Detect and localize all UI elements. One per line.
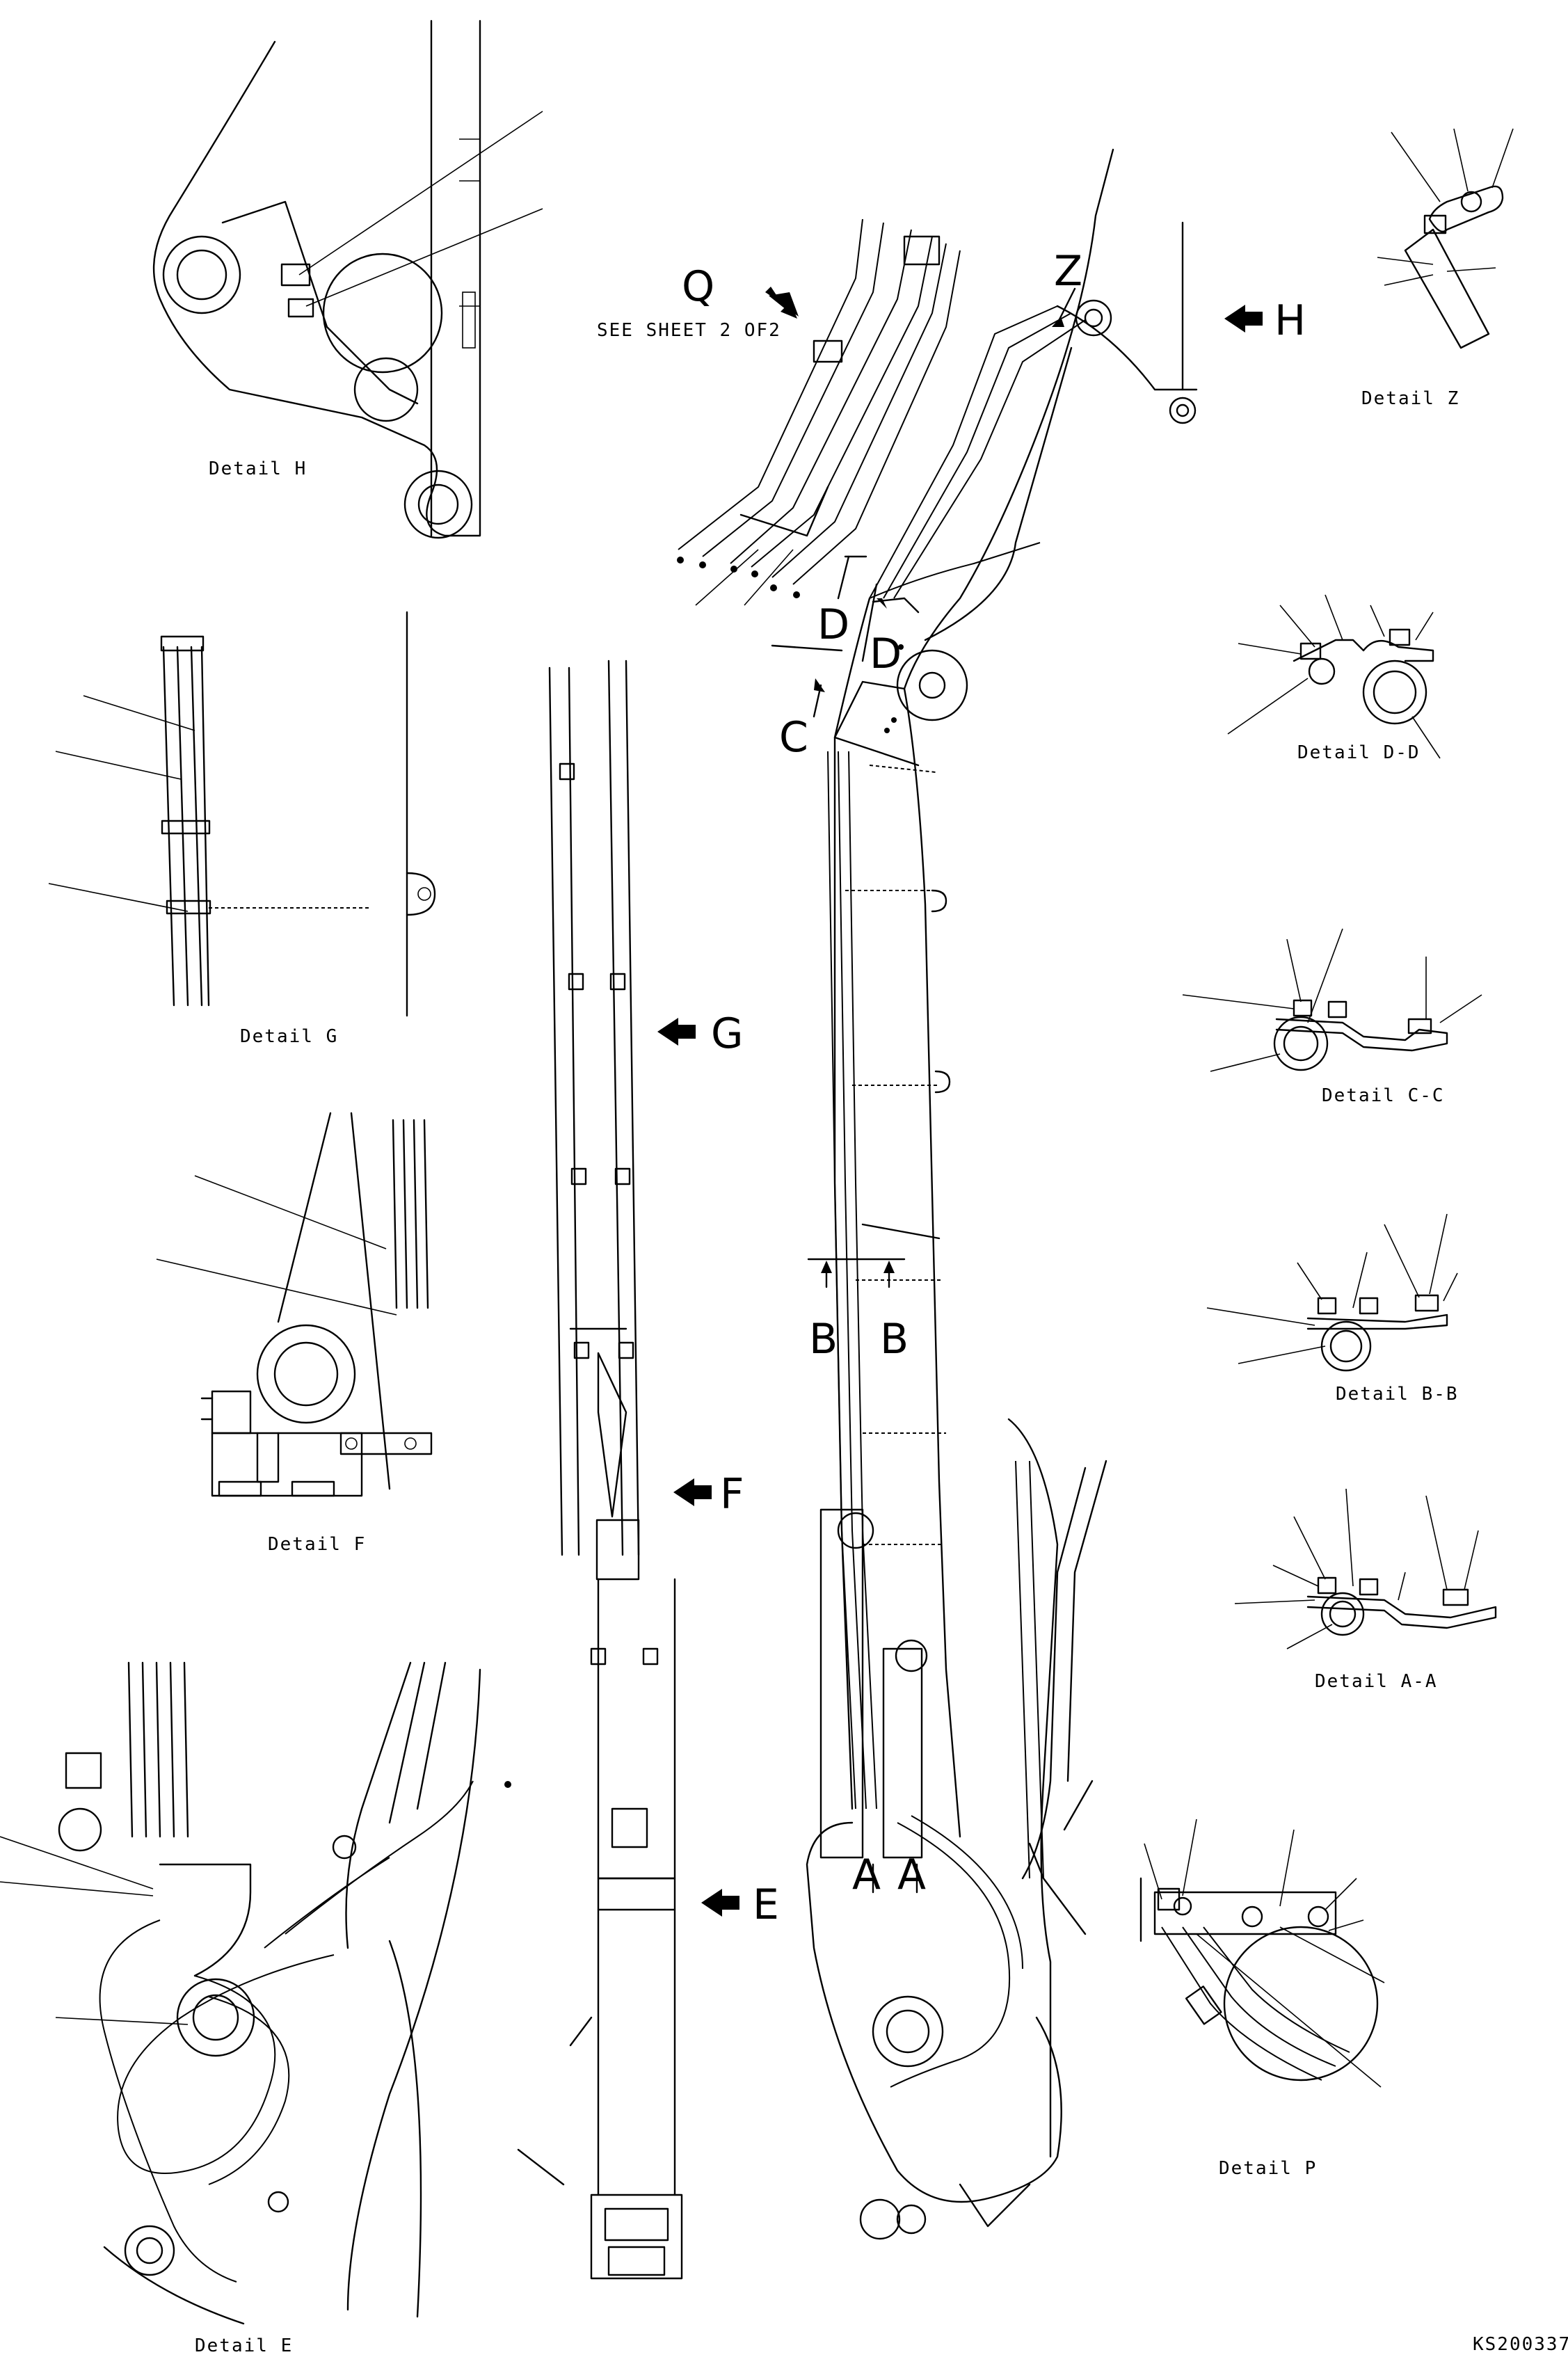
view-label-c: C bbox=[779, 713, 808, 762]
section-marker-a: A A bbox=[852, 1851, 926, 1899]
view-label-d-left: D bbox=[817, 600, 849, 649]
detail-h-caption: Detail H bbox=[209, 458, 307, 479]
detail-f-caption: Detail F bbox=[268, 1534, 366, 1555]
view-label-d-right: D bbox=[870, 630, 902, 678]
view-label-b-left: B bbox=[809, 1315, 838, 1364]
view-arrow-f: F bbox=[673, 1470, 744, 1519]
detail-z-caption: Detail Z bbox=[1361, 388, 1459, 409]
detail-dd-drawing bbox=[1227, 594, 1441, 759]
view-marker-z: Z bbox=[1052, 247, 1082, 327]
detail-h-drawing bbox=[152, 19, 543, 539]
detail-p-drawing bbox=[1139, 1819, 1385, 2088]
arm-assembly-drawing bbox=[548, 660, 683, 2280]
detail-e-drawing bbox=[0, 1661, 593, 2325]
detail-aa-caption: Detail A-A bbox=[1315, 1671, 1438, 1692]
view-label-b-right: B bbox=[880, 1315, 909, 1364]
view-q-hose-set bbox=[677, 218, 961, 606]
detail-cc-caption: Detail C-C bbox=[1322, 1085, 1445, 1106]
detail-f-drawing bbox=[156, 1112, 433, 1497]
detail-bb-caption: Detail B-B bbox=[1336, 1384, 1459, 1405]
view-label-a-right: A bbox=[897, 1851, 926, 1899]
drawing-number: KS200337 bbox=[1473, 2334, 1568, 2355]
section-marker-c: C bbox=[779, 678, 825, 762]
view-arrow-e: E bbox=[701, 1880, 779, 1929]
detail-cc-drawing bbox=[1182, 928, 1482, 1072]
view-label-e: E bbox=[753, 1880, 779, 1929]
view-arrow-h: H bbox=[1224, 296, 1306, 345]
view-label-f: F bbox=[720, 1470, 744, 1519]
view-label-g: G bbox=[711, 1009, 744, 1058]
view-label-z: Z bbox=[1054, 247, 1082, 296]
detail-g-caption: Detail G bbox=[240, 1026, 338, 1047]
detail-z-drawing bbox=[1377, 128, 1514, 349]
view-label-h: H bbox=[1274, 296, 1306, 345]
sheet-note: SEE SHEET 2 OF2 bbox=[597, 320, 781, 341]
detail-e-caption: Detail E bbox=[195, 2335, 293, 2356]
view-label-a-left: A bbox=[852, 1851, 881, 1899]
view-arrow-q: Q bbox=[682, 262, 799, 319]
boom-assembly-drawing bbox=[806, 148, 1198, 2240]
detail-g-drawing bbox=[48, 611, 436, 1017]
view-label-q: Q bbox=[682, 262, 714, 311]
section-marker-b: B B bbox=[807, 1258, 909, 1364]
view-arrow-g: G bbox=[657, 1009, 744, 1058]
section-marker-d: D D bbox=[771, 555, 902, 678]
detail-aa-drawing bbox=[1234, 1488, 1497, 1649]
detail-bb-drawing bbox=[1206, 1213, 1458, 1372]
detail-p-caption: Detail P bbox=[1219, 2158, 1317, 2179]
detail-dd-caption: Detail D-D bbox=[1297, 742, 1421, 763]
